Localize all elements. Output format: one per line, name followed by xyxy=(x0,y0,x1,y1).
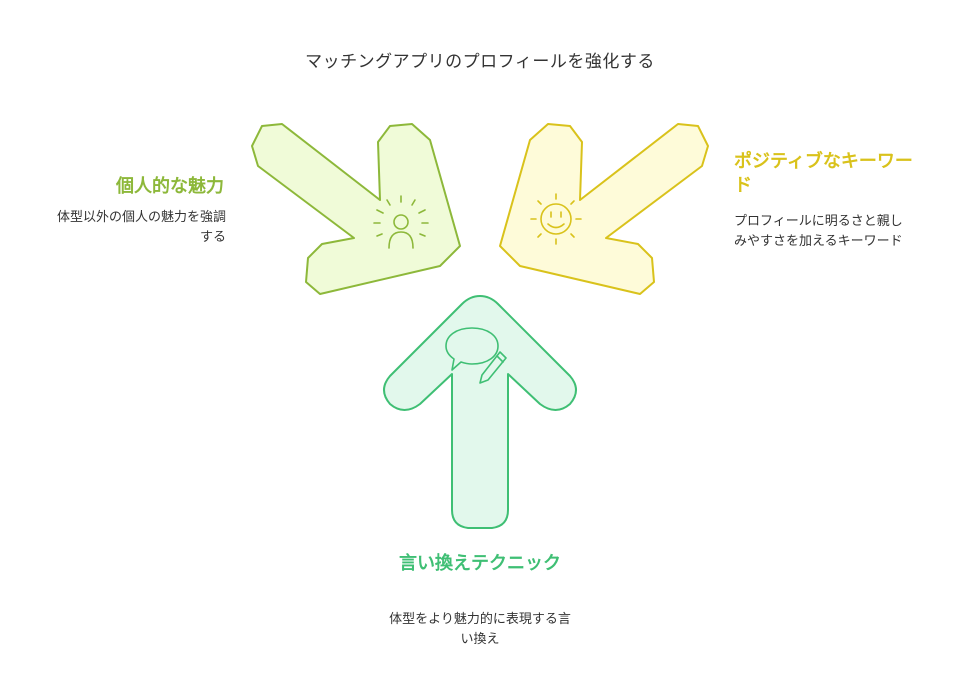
personal-appeal-description: 体型以外の個人の魅力を強調する xyxy=(56,210,226,245)
personal-appeal-label: 個人的な魅力 xyxy=(116,176,224,197)
arrow-personal-appeal xyxy=(251,123,461,295)
speech-pencil-icon xyxy=(445,327,507,384)
page-title: マッチングアプリのプロフィールを強化する xyxy=(305,52,655,72)
rephrasing-description: 体型をより魅力的に表現する言い換え xyxy=(389,612,571,647)
positive-keywords-description: プロフィールに明るさと親しみやすさを加えるキーワード xyxy=(734,214,903,249)
positive-keywords-label: ポジティブなキーワード xyxy=(734,151,913,196)
arrow-rephrasing xyxy=(383,295,577,529)
rephrasing-label: 言い換えテクニック xyxy=(399,553,561,574)
arrow-positive-keywords xyxy=(499,123,709,295)
person-sun-icon xyxy=(373,195,429,249)
smiley-sun-icon xyxy=(530,193,582,245)
